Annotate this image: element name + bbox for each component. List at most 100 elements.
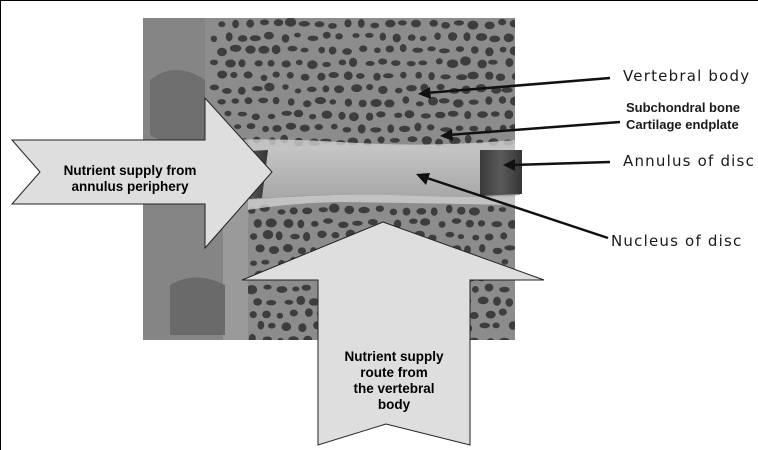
bone-pore [470,312,479,319]
bone-pore [501,87,513,92]
bone-pore [238,112,247,117]
bone-pore [395,88,403,94]
bone-pore [471,46,479,54]
bone-pore [500,232,507,239]
bone-pore [402,96,409,104]
bone-pore [394,113,402,118]
bone-pore [405,110,415,118]
bone-pore [263,230,273,239]
bone-pore [416,208,426,215]
bone-pore [378,136,385,143]
bone-pore [371,99,382,107]
bone-pore [356,73,365,79]
bone-pore [308,36,319,41]
bone-pore [249,334,256,343]
bone-pore [439,48,450,53]
bone-pore [420,218,430,225]
bone-pore [264,83,274,92]
bone-pore [499,287,509,293]
bone-pore [262,126,269,132]
facet-joint-lower [170,278,225,336]
bone-pore [329,72,339,78]
bone-pore [274,19,283,26]
bone-pore [315,124,323,130]
bone-pore [315,21,325,27]
bone-pore [298,323,306,332]
bone-pore [329,47,337,55]
bone-pore [504,110,513,119]
bone-pore [359,45,367,52]
bone-pore [268,60,275,67]
bone-pore [238,35,247,42]
bone-pore [374,48,381,54]
bone-pore [344,19,351,27]
bone-pore [263,285,271,290]
bone-pore [230,72,237,78]
bone-pore [469,126,478,132]
bone-pore [384,100,394,108]
bone-pore [252,114,260,121]
annulus-supply-text: Nutrient supply from annulus periphery [50,163,210,195]
bone-pore [366,113,373,121]
bone-pore [499,96,506,104]
bone-pore [277,338,284,346]
bone-pore [492,221,503,227]
bone-pore [302,285,311,291]
label-annulus-of-disc: Annulus of disc [623,152,755,170]
bone-pore [434,33,441,40]
bone-pore [453,99,464,107]
bone-pore [294,33,301,38]
nucleus-of-disc [240,145,520,200]
bone-pore [344,206,354,214]
bone-pore [427,46,435,51]
bone-pore [399,126,410,132]
bone-pore [245,97,253,104]
bone-pore [300,125,310,132]
bone-pore [253,298,262,305]
bone-pore [332,232,340,238]
bone-pore [439,221,446,228]
bone-pore [472,286,479,293]
bone-pore [232,20,239,29]
bone-pore [408,34,416,40]
bone-pore [359,100,367,108]
bone-pore [420,36,427,41]
bone-pore [301,74,310,81]
bone-pore [261,75,268,81]
bone-pore [288,46,298,52]
vertebral-supply-line-2: route from [320,365,468,381]
bone-pore [488,60,498,65]
bone-pore [339,112,346,120]
label-nucleus-of-disc: Nucleus of disc [611,232,742,250]
bone-pore [505,58,513,67]
bone-pore [297,220,304,229]
bone-pore [276,231,283,240]
bone-pore [485,22,495,30]
bone-pore [244,71,253,78]
bone-pore [282,34,290,42]
bone-pore [296,60,303,65]
bone-pore [383,73,393,78]
bone-pore [323,218,333,223]
bone-pore [307,87,317,92]
bone-pore [416,101,424,106]
bone-pore [323,32,331,39]
bone-pore [390,209,398,216]
bone-pore [502,259,509,265]
bone-pore [376,111,385,117]
bone-pore [349,58,357,67]
bone-pore [437,84,445,90]
vertebral-supply-line-1: Nutrient supply [320,349,468,365]
bone-pore [358,124,366,133]
label-vertebral-body: Vertebral body [623,67,750,85]
bone-pore [446,232,455,238]
bone-pore [493,323,500,329]
bone-pore [339,60,347,66]
bone-pore [504,33,514,42]
bone-pore [428,72,434,80]
bone-pore [344,71,353,80]
bone-pore [343,127,352,133]
bone-pore [493,248,503,254]
bone-pore [210,60,218,66]
bone-pore [439,98,450,103]
